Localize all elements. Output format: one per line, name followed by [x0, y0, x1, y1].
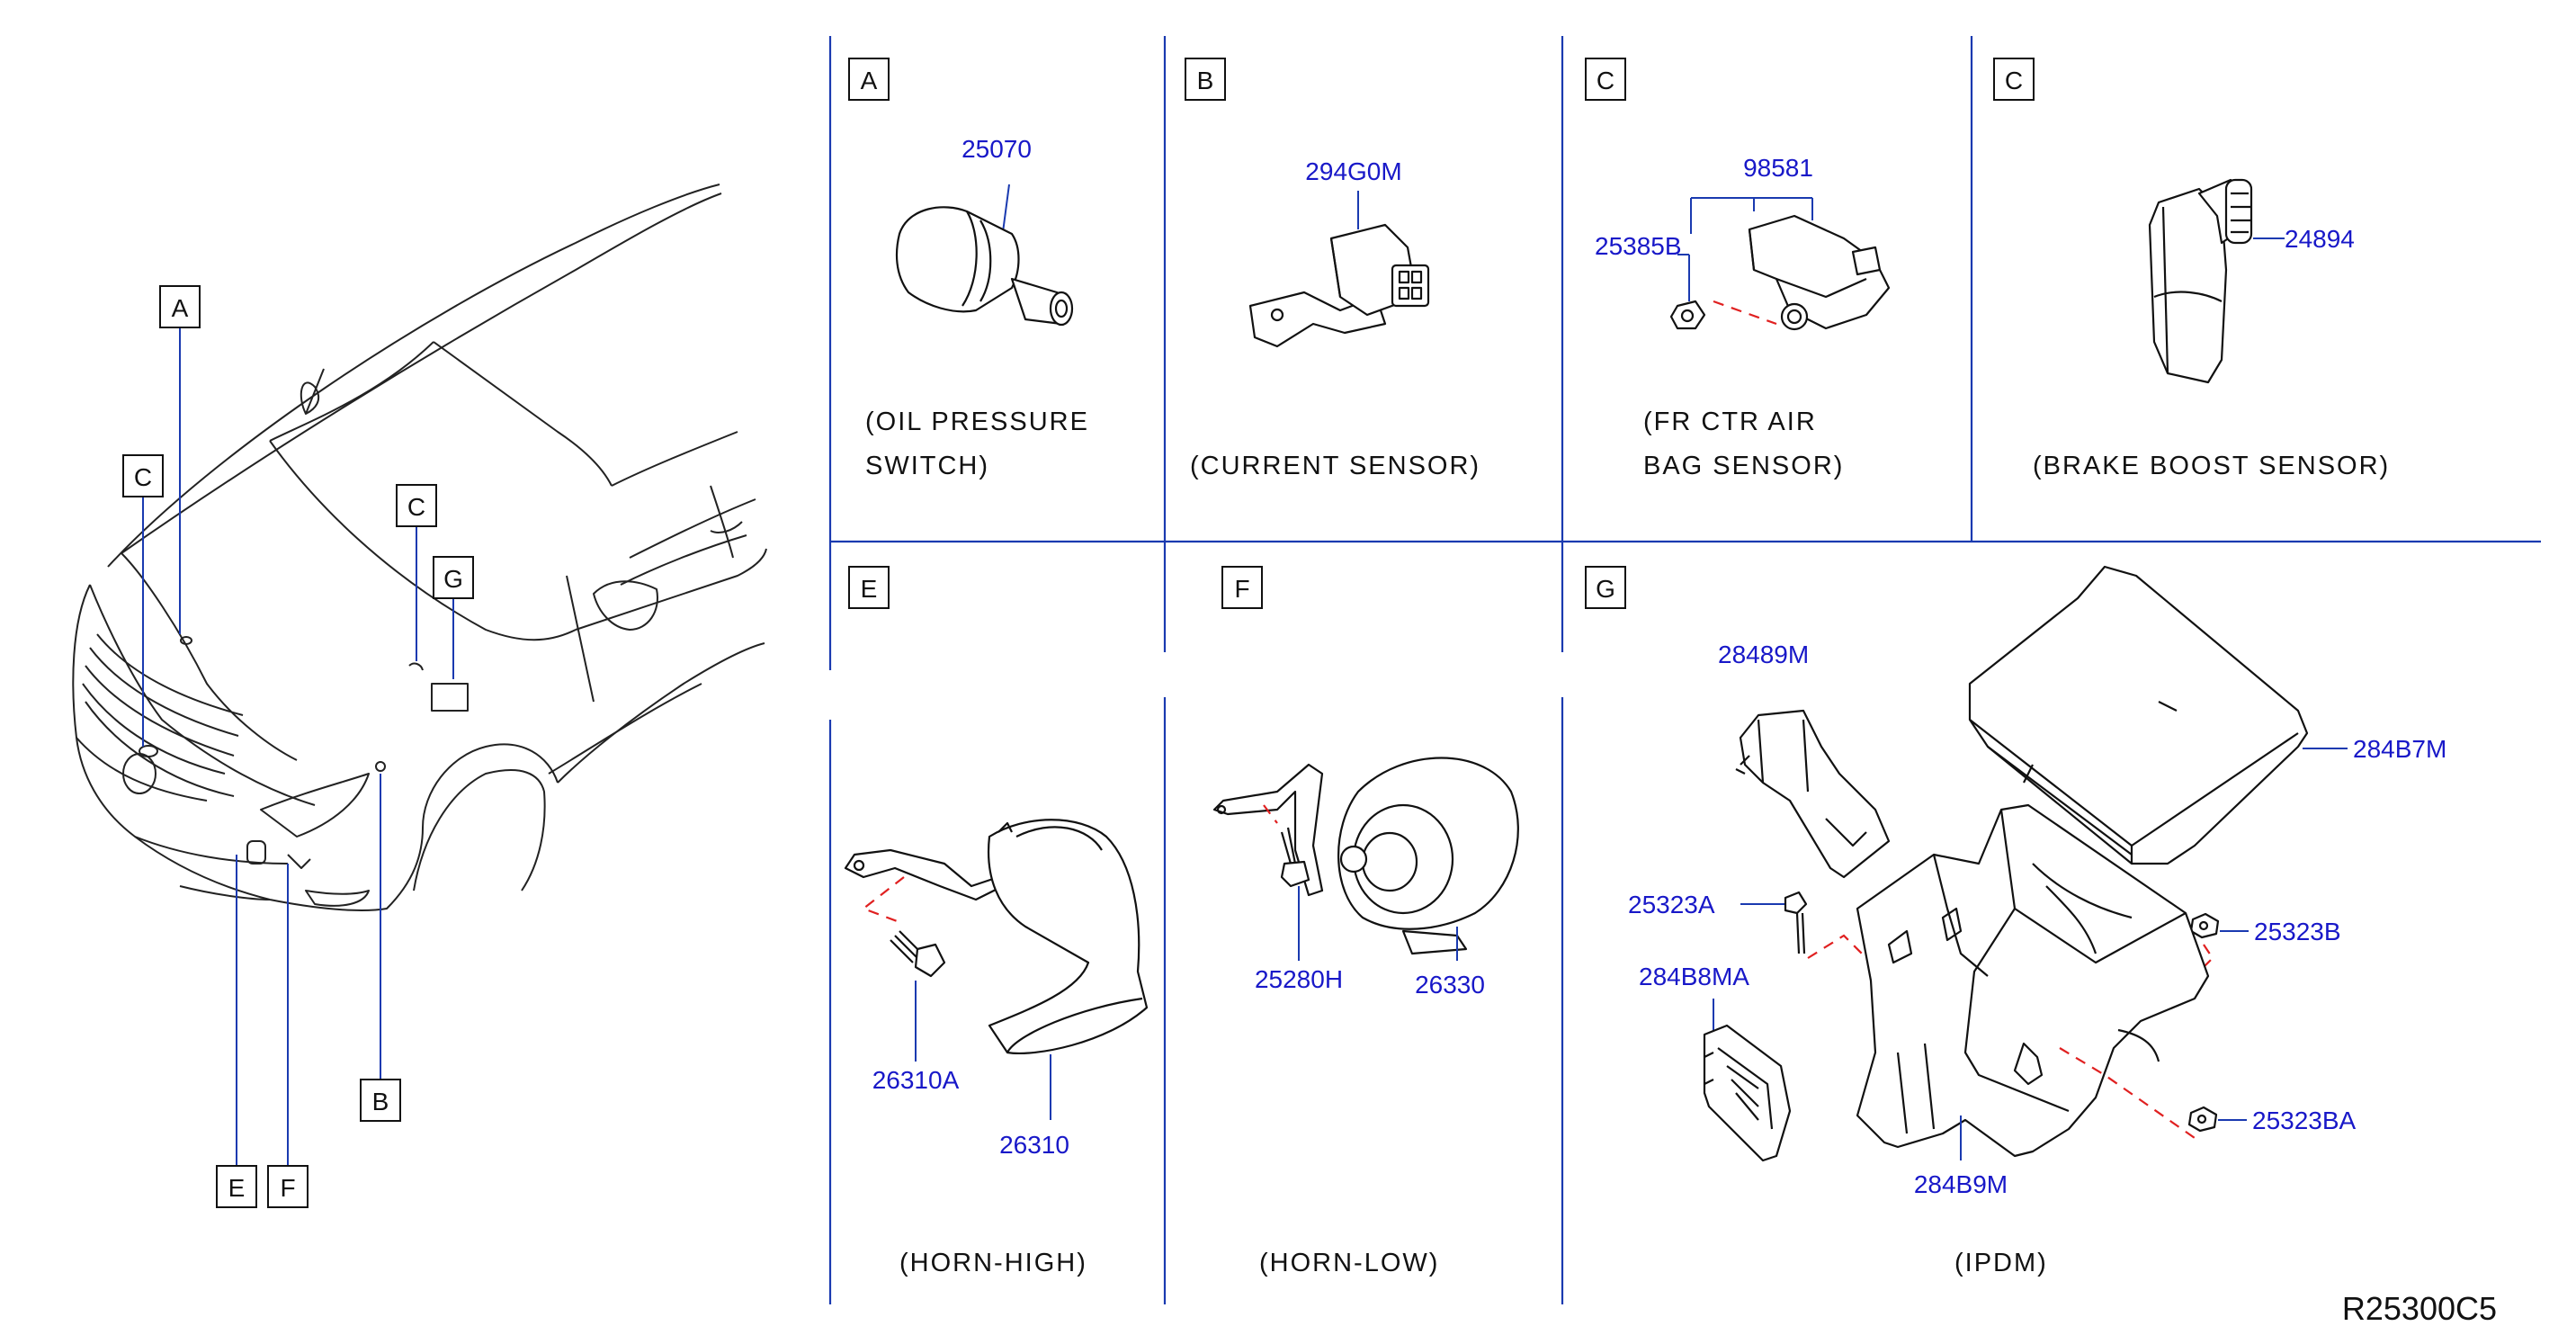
bolt-icon: [890, 930, 946, 978]
section-c-air-bag-sensor: C 98581 25385B (FR CTR AIR BAG SENSOR): [1585, 58, 1891, 480]
section-box-e: [848, 566, 890, 609]
part-number-24894: 24894: [2285, 225, 2355, 253]
part-number-25385B: 25385B: [1595, 232, 1682, 260]
svg-text:G: G: [443, 565, 463, 593]
section-box-b-label: B: [1197, 67, 1214, 94]
brake-boost-sensor-icon: [2148, 178, 2253, 384]
bolt-icon: [1784, 891, 1808, 954]
callout-box-a: A: [159, 285, 201, 328]
callout-box-c-front: C: [122, 454, 164, 497]
section-box-b: [1185, 58, 1226, 101]
section-box-g-label: G: [1596, 575, 1615, 603]
oil-pressure-switch-icon: [895, 206, 1074, 327]
callout-box-g: G: [433, 556, 474, 599]
part-number-25280H: 25280H: [1255, 965, 1343, 993]
svg-text:F: F: [280, 1174, 295, 1202]
caption-c-brake-line1: (BRAKE BOOST SENSOR): [2033, 452, 2390, 480]
section-box-a-label: A: [861, 67, 878, 94]
section-box-e-label: E: [861, 575, 878, 603]
ipdm-cover-icon: [1968, 565, 2309, 865]
caption-a-line2: SWITCH): [865, 452, 989, 480]
part-number-284B7M: 284B7M: [2353, 735, 2446, 763]
nut-icon: [2187, 1106, 2218, 1133]
part-number-26310: 26310: [999, 1131, 1069, 1159]
part-number-98581: 98581: [1743, 154, 1813, 182]
part-number-25323BA: 25323BA: [2252, 1107, 2357, 1134]
section-box-c-airbag: [1585, 58, 1626, 101]
svg-text:B: B: [372, 1088, 389, 1115]
callout-box-c-cowl: C: [396, 484, 437, 527]
section-f-horn-low: F 25280H 26330 (HORN-LOW): [1212, 566, 1519, 1277]
caption-a-line1: (OIL PRESSURE: [865, 408, 1089, 436]
part-number-25070: 25070: [962, 135, 1032, 163]
caption-c-airbag-line2: BAG SENSOR): [1643, 452, 1844, 480]
connector-bracket-icon: [1703, 1024, 1792, 1162]
nut-icon: [2189, 912, 2220, 939]
section-box-c-brake-label: C: [2005, 67, 2023, 94]
section-box-g: [1585, 566, 1626, 609]
part-number-25323A: 25323A: [1628, 891, 1715, 918]
caption-g-line1: (IPDM): [1954, 1249, 2048, 1277]
air-bag-sensor-icon: [1748, 214, 1891, 331]
ipdm-bracket-icon: [1735, 709, 1891, 879]
caption-e-line1: (HORN-HIGH): [899, 1249, 1087, 1277]
part-number-28489M: 28489M: [1718, 641, 1809, 668]
caption-f-line1: (HORN-LOW): [1259, 1249, 1439, 1277]
horn-low-icon: [1212, 757, 1519, 955]
section-dividers: [828, 36, 2541, 1304]
car-overview: [72, 184, 767, 1166]
callout-box-b: B: [360, 1079, 401, 1122]
horn-high-icon: [844, 819, 1149, 1055]
caption-c-airbag-line1: (FR CTR AIR: [1643, 408, 1817, 436]
section-box-c-airbag-label: C: [1597, 67, 1614, 94]
ipdm-lower-case-icon: [1856, 803, 2210, 1158]
section-box-f: [1221, 566, 1263, 609]
section-b-current-sensor: B 294G0M (CURRENT SENSOR): [1185, 58, 1480, 480]
svg-text:C: C: [134, 463, 152, 491]
svg-text:A: A: [172, 294, 189, 322]
bolt-icon: [1280, 827, 1310, 888]
section-c-brake-boost-sensor: C 24894 (BRAKE BOOST SENSOR): [1993, 58, 2390, 480]
section-box-c-brake: [1993, 58, 2035, 101]
part-number-284B9M: 284B9M: [1914, 1170, 2008, 1198]
part-number-26330: 26330: [1415, 971, 1485, 999]
svg-text:E: E: [228, 1174, 246, 1202]
part-number-284B8MA: 284B8MA: [1639, 963, 1749, 990]
part-number-25323B: 25323B: [2254, 918, 2341, 945]
section-g-ipdm: G 28489M 284B7M 25323A: [1585, 565, 2446, 1277]
callout-box-f: F: [267, 1165, 309, 1208]
current-sensor-icon: [1248, 223, 1430, 348]
callout-box-e: E: [216, 1165, 257, 1208]
section-box-a: [848, 58, 890, 101]
caption-b-line1: (CURRENT SENSOR): [1190, 452, 1480, 480]
part-number-26310A: 26310A: [872, 1066, 960, 1094]
svg-text:C: C: [407, 493, 425, 521]
diagram-reference-code: R25300C5: [2342, 1290, 2497, 1327]
section-a-oil-pressure-switch: A 25070 (OIL PRESSURE SWITCH): [848, 58, 1089, 480]
part-number-294G0M: 294G0M: [1305, 157, 1401, 185]
section-e-horn-high: E 26310A 26310 (HORN-HIGH): [844, 566, 1149, 1277]
nut-icon: [1669, 300, 1706, 330]
section-box-f-label: F: [1234, 575, 1249, 603]
